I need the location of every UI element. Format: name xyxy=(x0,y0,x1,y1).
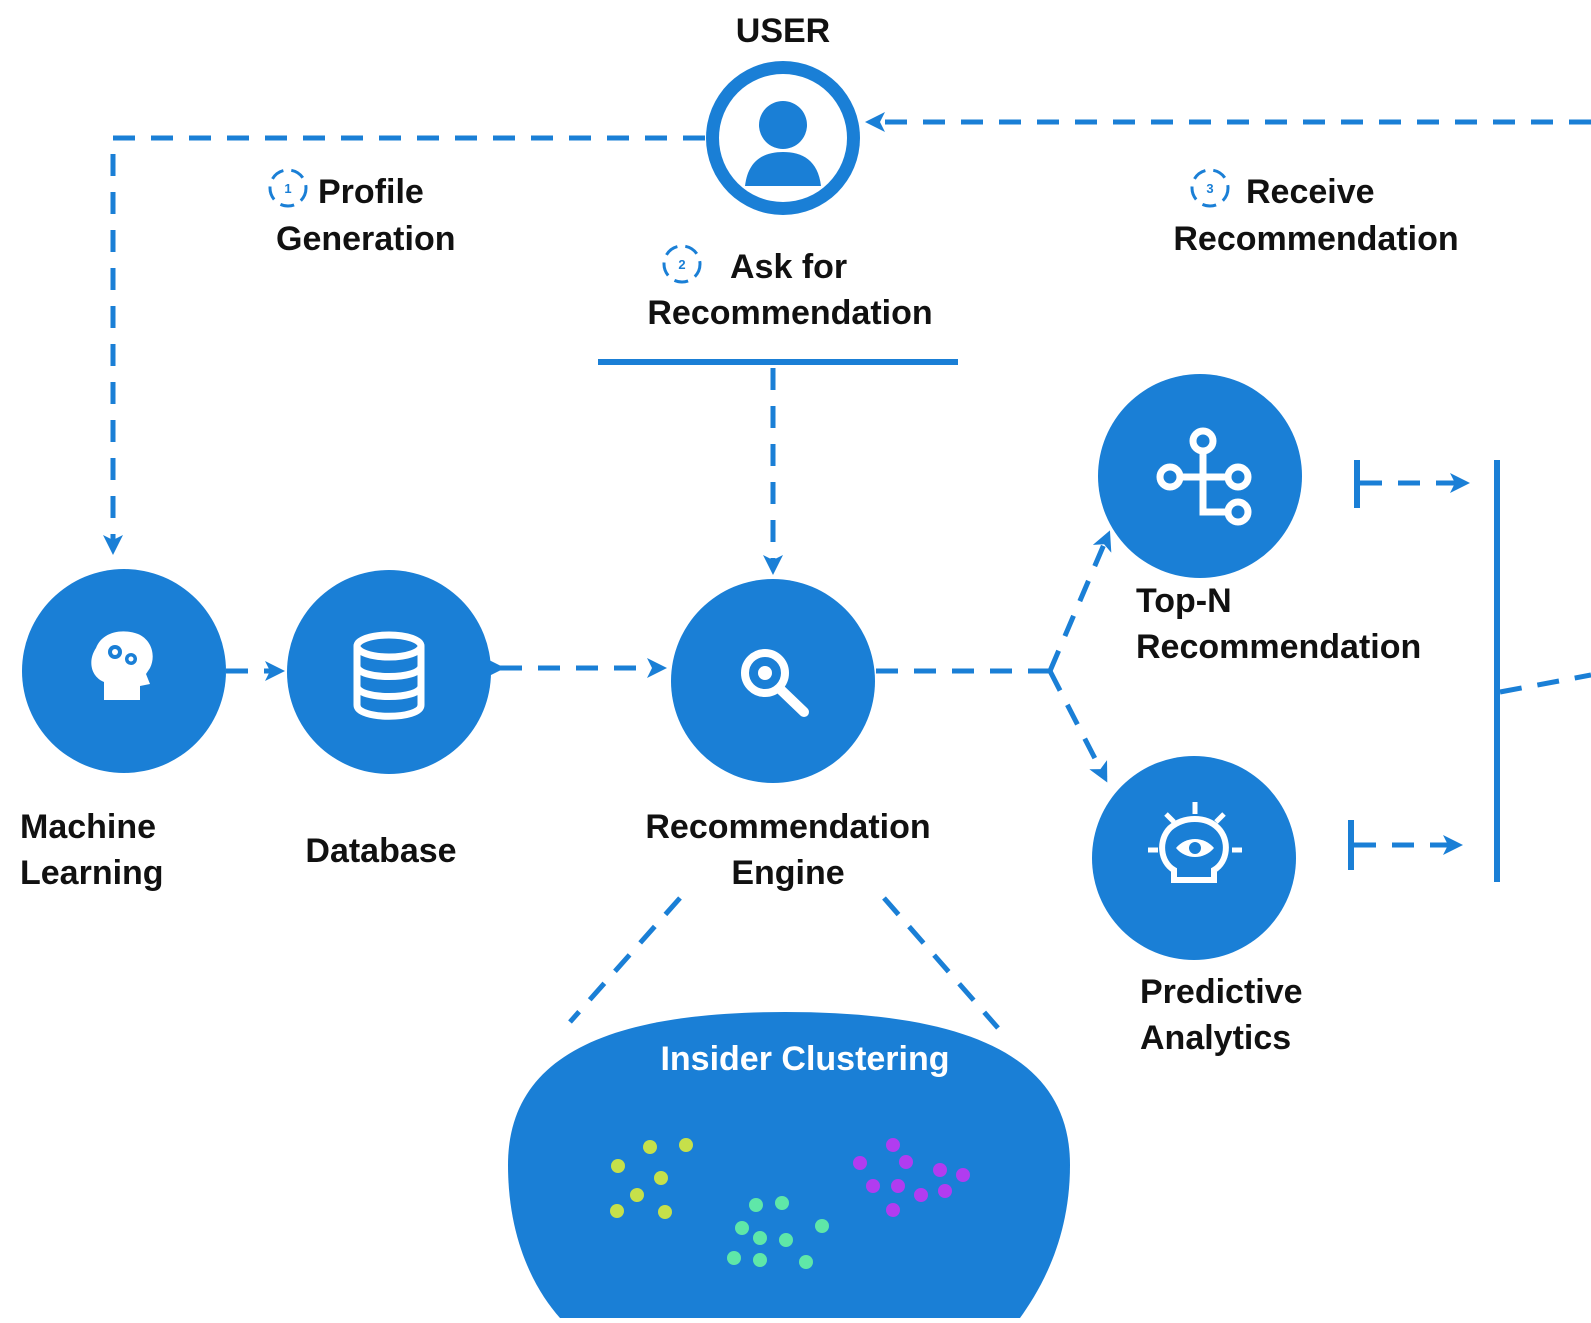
predictive-line-1: Predictive xyxy=(1140,973,1303,1011)
connector-branch-to-topn xyxy=(1047,530,1112,672)
connector-collect-out xyxy=(1499,672,1591,695)
connectors xyxy=(103,112,1591,1030)
search-gear-icon xyxy=(741,649,809,717)
step-3-line-2: Recommendation xyxy=(1173,220,1458,258)
connector-user-to-ml xyxy=(103,135,705,555)
cluster-yellow-points xyxy=(610,1138,693,1219)
recommendation-engine-line-1: Recommendation xyxy=(645,808,930,846)
recommendation-engine-node: Recommendation Engine xyxy=(645,579,931,892)
step-2-number: 2 xyxy=(678,257,685,272)
predictive-analytics-circle xyxy=(1092,756,1296,960)
connector-engine-cluster-left xyxy=(568,896,682,1024)
connector-engine-cluster-right xyxy=(882,896,1000,1030)
database-circle xyxy=(287,570,491,774)
step-2: 2 Ask for Recommendation xyxy=(647,244,933,332)
top-n-line-2: Recommendation xyxy=(1136,628,1421,666)
recommendation-engine-line-2: Engine xyxy=(731,854,844,892)
database-node: Database xyxy=(287,570,491,870)
insider-clustering-shape xyxy=(508,1012,1070,1318)
step-3: 3 Receive Recommendation xyxy=(1173,168,1459,258)
step-3-badge xyxy=(1190,168,1230,208)
recommendation-engine-circle xyxy=(671,579,875,783)
connector-branch-to-predictive xyxy=(1047,669,1108,783)
brain-gears-icon xyxy=(91,631,153,700)
database-icon xyxy=(353,631,425,720)
machine-learning-line-1: Machine xyxy=(20,808,156,846)
user-label: USER xyxy=(736,12,830,50)
step-1: 1 Profile Generation xyxy=(268,168,455,258)
database-label: Database xyxy=(305,832,456,870)
step-1-line-2: Generation xyxy=(276,220,455,258)
eye-lightbulb-icon xyxy=(1148,802,1242,883)
insider-clustering-label: Insider Clustering xyxy=(660,1040,949,1078)
cluster-green-points xyxy=(727,1196,829,1269)
step-3-number: 3 xyxy=(1206,181,1213,196)
machine-learning-node: Machine Learning xyxy=(20,569,226,892)
user-icon xyxy=(745,101,821,186)
step-2-line-1: Ask for xyxy=(730,248,847,286)
machine-learning-line-2: Learning xyxy=(20,854,164,892)
top-n-line-1: Top-N xyxy=(1136,582,1232,620)
step-3-line-1: Receive xyxy=(1246,173,1375,211)
step-1-line-1: Profile xyxy=(318,173,424,211)
network-tree-icon xyxy=(1156,427,1252,526)
step-1-badge xyxy=(268,168,308,208)
user-node: USER xyxy=(706,12,860,215)
predictive-analytics-node: Predictive Analytics xyxy=(1092,756,1303,1057)
cluster-purple-points xyxy=(853,1138,970,1217)
predictive-line-2: Analytics xyxy=(1140,1019,1291,1057)
top-n-node: Top-N Recommendation xyxy=(1098,374,1421,666)
insider-clustering-node: Insider Clustering xyxy=(508,1012,1070,1318)
step-2-badge xyxy=(662,244,702,284)
step-1-number: 1 xyxy=(284,181,291,196)
step-2-line-2: Recommendation xyxy=(647,294,932,332)
